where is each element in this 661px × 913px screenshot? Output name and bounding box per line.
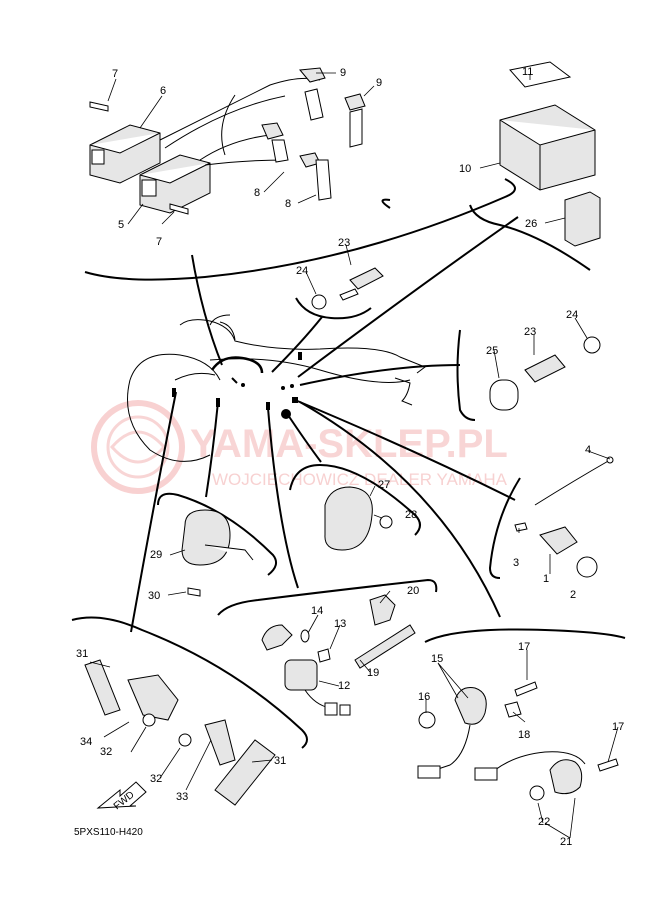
- bracket-speed-sensor: [424, 628, 626, 643]
- watermark-tagline: WOJCIECHOWICZ DEALER YAMAHA: [212, 470, 508, 489]
- callout-34: 34: [80, 736, 92, 748]
- callout-8-b: 8: [285, 198, 291, 210]
- callout-1: 1: [543, 573, 549, 585]
- callout-31-left: 31: [76, 648, 88, 660]
- ecu-unit: [499, 61, 601, 247]
- callout-21: 21: [560, 836, 572, 848]
- callout-31-right: 31: [274, 755, 286, 767]
- callout-26: 26: [525, 218, 537, 230]
- callout-22: 22: [538, 816, 550, 828]
- callout-17-top: 17: [518, 641, 530, 653]
- callout-5: 5: [118, 219, 124, 231]
- callout-29: 29: [150, 549, 162, 561]
- callout-8-a: 8: [254, 187, 260, 199]
- bracket-switch: [488, 477, 521, 579]
- callout-leaders: [89, 72, 619, 839]
- callout-24-right: 24: [566, 309, 578, 321]
- bracket-ignition: [84, 178, 516, 281]
- bracket-sensor-top: [295, 297, 372, 320]
- bracket-ecu: [469, 204, 591, 271]
- callout-13: 13: [334, 618, 346, 630]
- ecu-strap: [509, 61, 572, 88]
- callout-15: 15: [431, 653, 443, 665]
- temp-sensor-top: [311, 267, 384, 310]
- callout-11: 11: [522, 66, 533, 78]
- callout-7-top: 7: [112, 68, 118, 80]
- callout-18: 18: [518, 729, 530, 741]
- pedal-switch: [84, 659, 276, 806]
- callout-28: 28: [405, 509, 417, 521]
- watermark-logo-inner: [106, 415, 170, 479]
- fwd-arrow: FWD: [96, 781, 147, 812]
- bike-markers: [172, 352, 302, 419]
- callout-17-bottom: 17: [612, 721, 624, 733]
- callout-32-right: 32: [150, 773, 162, 785]
- callout-19: 19: [367, 667, 379, 679]
- callout-16: 16: [418, 691, 430, 703]
- callout-23-right: 23: [524, 326, 536, 338]
- callout-20: 20: [407, 585, 419, 597]
- spark-plug-caps: [261, 67, 366, 201]
- callout-32-left: 32: [100, 746, 112, 758]
- watermark-logo-ring: [91, 400, 185, 494]
- callout-9-b: 9: [376, 77, 382, 89]
- callout-numbers: 7 6 9 9 5 7 8 8 11 10 26 23 24 23 24 25 …: [76, 66, 624, 848]
- horn-27: [324, 486, 393, 551]
- temp-sensor-right: [489, 336, 601, 411]
- callout-6: 6: [160, 85, 166, 97]
- callout-4: 4: [585, 444, 591, 456]
- main-switch: [514, 456, 614, 578]
- diagram-code: 5PXS110-H420: [74, 827, 143, 838]
- speed-sensor-15: [417, 681, 538, 779]
- ignition-coil: [89, 77, 321, 214]
- callout-7-bottom: 7: [156, 236, 162, 248]
- starter-relay: [261, 594, 416, 716]
- callout-33: 33: [176, 791, 188, 803]
- bracket-horn-left: [157, 492, 278, 576]
- watermark: YAMA-SKLEP.PL WOJCIECHOWICZ DEALER YAMAH…: [91, 400, 508, 494]
- callout-9-a: 9: [340, 67, 346, 79]
- callout-27: 27: [378, 479, 390, 491]
- bracket-pedal: [71, 616, 308, 749]
- coil-bolts: [89, 101, 189, 215]
- speed-sensor-21: [474, 751, 619, 801]
- callout-12: 12: [338, 680, 350, 692]
- callout-23-top: 23: [338, 237, 350, 249]
- group-brackets: [71, 178, 626, 749]
- callout-30: 30: [148, 590, 160, 602]
- callout-24-top: 24: [296, 265, 308, 277]
- callout-3: 3: [513, 557, 519, 569]
- bracket-horn-right: [289, 463, 421, 536]
- relay-26: [564, 191, 601, 247]
- bracket-sensor-right: [456, 329, 476, 421]
- callout-14: 14: [311, 605, 323, 617]
- callout-2: 2: [570, 589, 576, 601]
- callout-10: 10: [459, 163, 471, 175]
- bracket-starter-relay: [217, 578, 438, 616]
- callout-25: 25: [486, 345, 498, 357]
- horn-29: [181, 509, 254, 597]
- watermark-brand: YAMA-SKLEP.PL: [190, 422, 508, 466]
